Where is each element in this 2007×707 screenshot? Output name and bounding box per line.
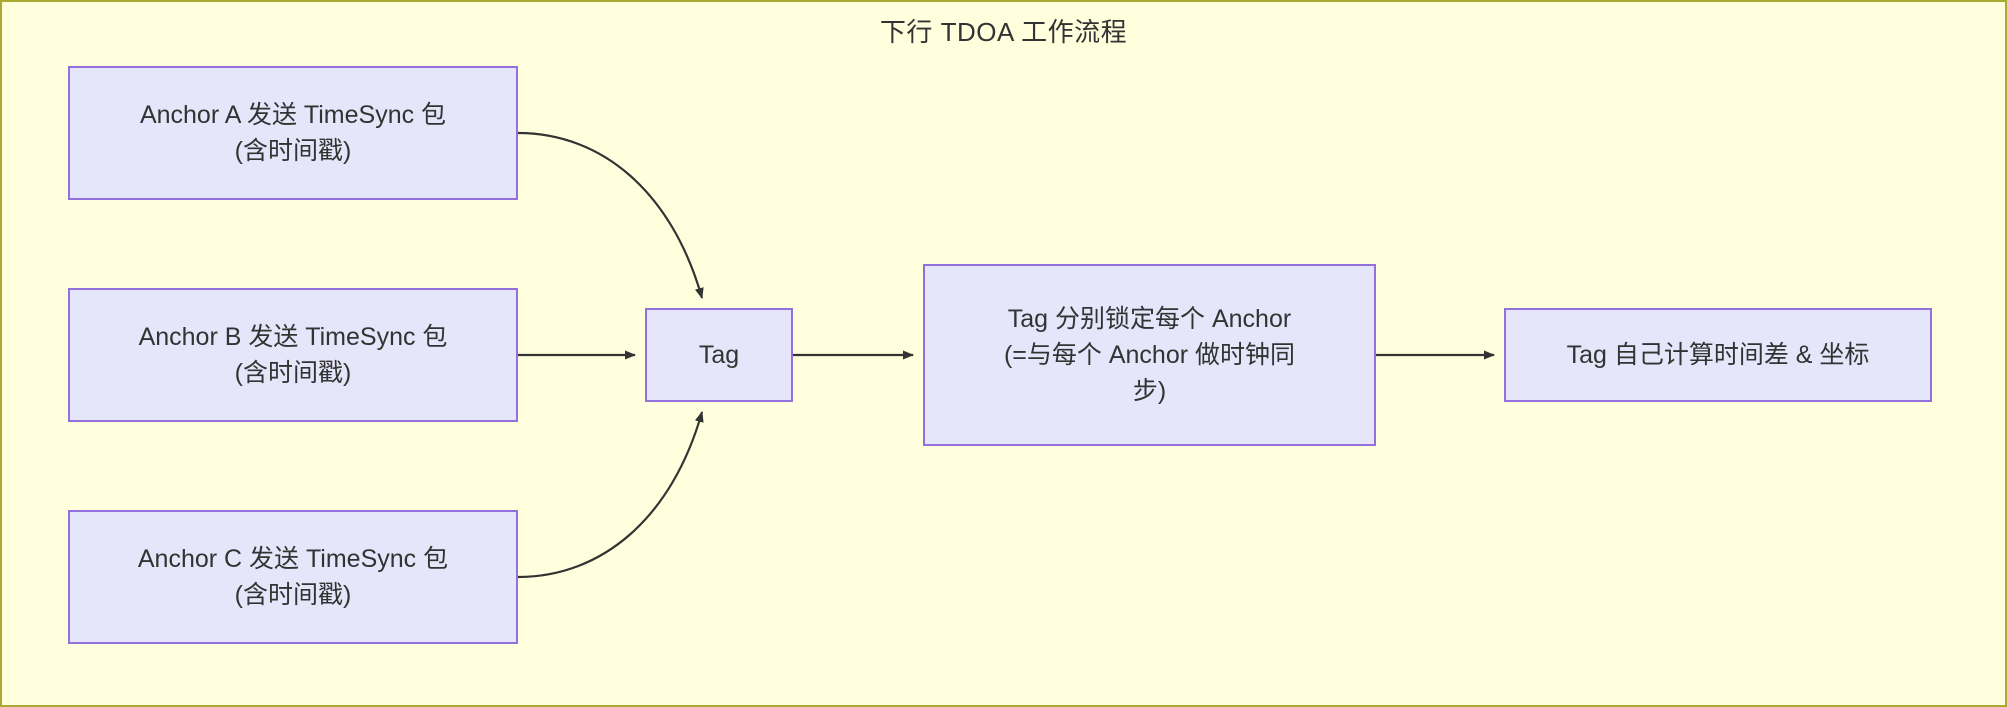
node-anchor-c-line-2: (含时间戳) [234, 581, 352, 609]
node-tag-calc-line-1: Tag 自己计算时间差 & 坐标 [1566, 340, 1870, 369]
node-anchor-a[interactable]: Anchor A 发送 TimeSync 包 (含时间戳) [68, 66, 518, 200]
page-title: 下行 TDOA 工作流程 [879, 17, 1128, 47]
node-anchor-b-line-2: (含时间戳) [234, 359, 352, 387]
node-tag-lock[interactable]: Tag 分别锁定每个 Anchor (=与每个 Anchor 做时钟同 步) [923, 264, 1376, 446]
node-anchor-a-line-1: Anchor A 发送 TimeSync 包 [139, 100, 447, 129]
node-anchor-a-line-2: (含时间戳) [234, 137, 352, 165]
edge-anchor-c-to-tag [517, 411, 704, 579]
node-anchor-b-line-1: Anchor B 发送 TimeSync 包 [138, 322, 448, 351]
node-tag-lock-line-3: 步) [1132, 377, 1167, 406]
node-anchor-c-line-1: Anchor C 发送 TimeSync 包 [137, 544, 449, 573]
node-tag-lock-line-2: (=与每个 Anchor 做时钟同 [1003, 340, 1296, 369]
node-tag[interactable]: Tag [645, 308, 793, 402]
edge-anchor-a-to-tag [517, 131, 704, 299]
node-anchor-b[interactable]: Anchor B 发送 TimeSync 包 (含时间戳) [68, 288, 518, 422]
node-tag-lock-line-1: Tag 分别锁定每个 Anchor [1007, 304, 1292, 333]
node-anchor-c[interactable]: Anchor C 发送 TimeSync 包 (含时间戳) [68, 510, 518, 644]
node-tag-calc[interactable]: Tag 自己计算时间差 & 坐标 [1504, 308, 1932, 402]
node-tag-line-1: Tag [698, 340, 740, 369]
